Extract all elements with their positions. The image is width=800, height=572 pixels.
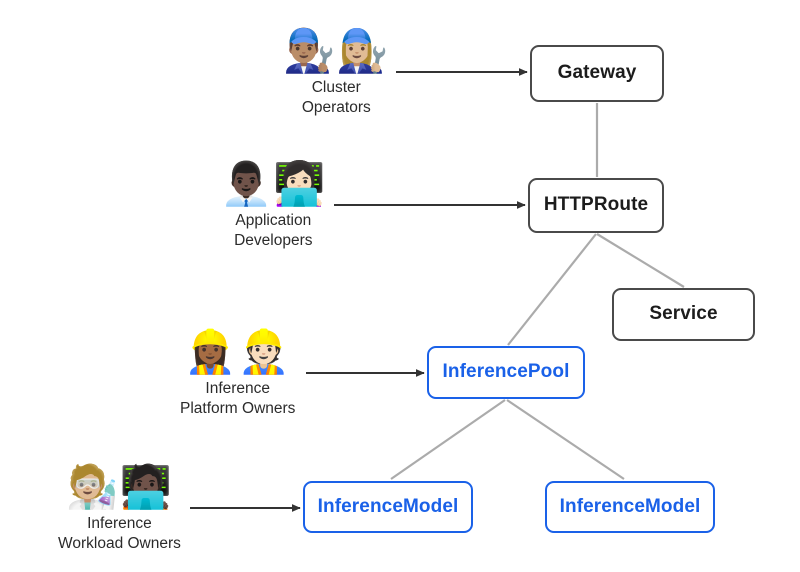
office-worker-icon-and-technologist-woman-icon: 👨🏿‍💼👩🏻‍💻: [220, 159, 327, 208]
node-gateway[interactable]: Gateway: [530, 45, 664, 102]
connector-inferencepool-model2: [506, 399, 625, 480]
node-inferencemodel2[interactable]: InferenceModel: [545, 481, 715, 533]
construction-worker-woman-icon-and-construction-worker-man-icon: 👷🏾‍♀️👷🏻: [184, 327, 291, 376]
persona-label-line1: Application: [235, 212, 312, 229]
persona-arrow-lines: [190, 68, 528, 512]
persona-label-line1: Cluster: [311, 79, 361, 96]
node-label-inferencepool: InferencePool: [442, 361, 570, 383]
node-inferencepool[interactable]: InferencePool: [427, 346, 585, 399]
node-label-gateway: Gateway: [557, 62, 637, 84]
persona-label-line2: Operators: [301, 99, 371, 117]
persona-label-line1: Inference: [87, 515, 152, 532]
persona-label-line2: Workload Owners: [58, 535, 181, 553]
mechanic-man-icon-and-mechanic-woman-icon: 👨🏽‍🔧👩🏼‍🔧: [283, 26, 390, 75]
persona-label-line1: Inference: [205, 380, 271, 397]
persona-label-line2: Developers: [234, 232, 313, 250]
connector-httproute-inferencepool: [507, 233, 597, 346]
node-label-httproute: HTTPRoute: [543, 194, 649, 216]
persona-label-line2: Platform Owners: [180, 400, 296, 418]
node-label-inferencemodel1: InferenceModel: [317, 495, 459, 517]
node-httproute[interactable]: HTTPRoute: [528, 178, 664, 233]
node-inferencemodel1[interactable]: InferenceModel: [303, 481, 473, 533]
node-label-service: Service: [649, 303, 718, 325]
connector-httproute-service: [596, 233, 685, 288]
scientist-icon-and-technologist-icon: 🧑🏼‍🔬🧑🏿‍💻: [66, 462, 173, 511]
node-service[interactable]: Service: [612, 288, 755, 341]
connector-inferencepool-model1: [390, 399, 506, 480]
node-label-inferencemodel2: InferenceModel: [559, 495, 701, 517]
